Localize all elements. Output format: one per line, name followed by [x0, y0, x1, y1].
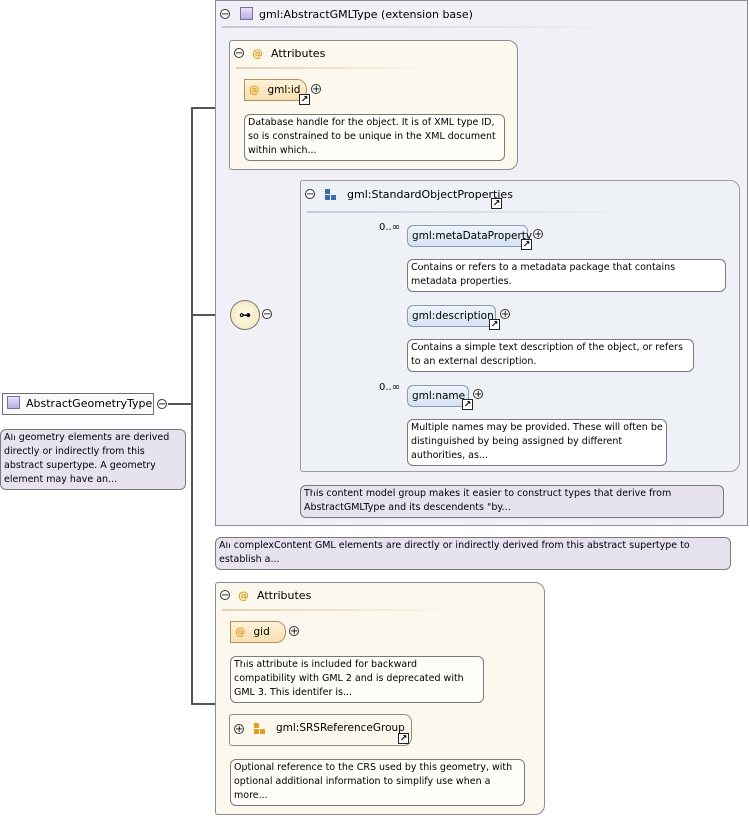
extension-description: All complexContent GML elements are dire… — [215, 537, 731, 570]
branch-sequence — [191, 314, 231, 316]
own-attributes-header: @ Attributes — [238, 589, 311, 602]
own-attributes-rule — [222, 609, 462, 611]
trunk-line — [191, 108, 193, 704]
gml-id-description: Database handle for the object. It is of… — [244, 114, 505, 161]
name-description: Multiple names may be provided. These wi… — [407, 419, 667, 466]
sequence-outer-collapse-icon[interactable]: − — [262, 309, 272, 320]
branch-own-attrs — [191, 703, 215, 705]
attribute-icon: @ — [252, 47, 263, 60]
gid-description: This attribute is included for backward … — [230, 656, 484, 703]
own-attributes-collapse-icon[interactable]: − — [220, 590, 230, 601]
description-link-icon[interactable]: ↗ — [489, 319, 500, 330]
description-description: Contains a simple text description of th… — [407, 339, 694, 372]
description-expand-icon[interactable]: + — [500, 309, 510, 320]
srs-expand-icon[interactable]: + — [234, 724, 244, 735]
group-link-icon[interactable]: ↗ — [491, 198, 502, 209]
metadata-link-icon[interactable]: ↗ — [521, 239, 532, 250]
metadata-occurs: 0..∞ — [379, 222, 401, 233]
gid-attribute[interactable]: @gid — [230, 621, 286, 643]
ext-attributes-collapse-icon[interactable]: − — [234, 48, 244, 59]
description-element[interactable]: gml:description — [407, 305, 496, 327]
gml-id-expand-icon[interactable]: + — [311, 84, 321, 95]
ext-attributes-header: @ Attributes — [252, 47, 325, 60]
root-type-box[interactable]: AbstractGeometryType — [2, 393, 154, 415]
name-occurs: 0..∞ — [379, 382, 401, 393]
gml-id-link-icon[interactable]: ↗ — [299, 94, 310, 105]
root-description: All geometry elements are derived direct… — [0, 429, 186, 490]
root-collapse-icon[interactable]: − — [157, 399, 167, 410]
srs-link-icon[interactable]: ↗ — [398, 733, 409, 744]
group-collapse-icon[interactable]: − — [305, 189, 315, 200]
group-icon — [325, 189, 337, 201]
metadata-description: Contains or refers to a metadata package… — [407, 259, 726, 292]
attribute-icon: @ — [235, 626, 246, 638]
attribute-group-icon — [254, 723, 266, 735]
own-attributes-title: Attributes — [257, 589, 312, 602]
root-connector — [168, 403, 192, 405]
name-element[interactable]: gml:name — [407, 385, 469, 407]
extension-collapse-icon[interactable]: − — [220, 9, 230, 20]
metadata-expand-icon[interactable]: + — [533, 229, 543, 240]
group-header-rule — [307, 211, 637, 213]
group-title: gml:StandardObjectProperties — [347, 188, 513, 201]
gid-expand-icon[interactable]: + — [289, 626, 299, 637]
root-type-name: AbstractGeometryType — [26, 397, 153, 410]
name-expand-icon[interactable]: + — [473, 389, 483, 400]
group-description: This content model group makes it easier… — [300, 485, 724, 518]
name-link-icon[interactable]: ↗ — [462, 399, 473, 410]
attribute-icon: @ — [238, 589, 249, 602]
complex-type-icon — [7, 396, 20, 409]
branch-ext-attrs — [191, 107, 229, 109]
srs-description: Optional reference to the CRS used by th… — [230, 759, 525, 806]
gml-id-attribute[interactable]: @gml:id — [244, 79, 307, 101]
extension-header: gml:AbstractGMLType (extension base) — [240, 7, 473, 21]
ext-attributes-title: Attributes — [271, 47, 326, 60]
srs-reference-group[interactable] — [229, 714, 412, 746]
ext-attributes-rule — [236, 67, 436, 69]
metadata-property-element[interactable]: gml:metaDataProperty — [407, 225, 532, 247]
extension-header-rule — [222, 26, 622, 28]
complex-type-icon — [240, 7, 253, 20]
sequence-compositor-outer[interactable]: ⊶ — [230, 300, 260, 330]
srs-group-name: gml:SRSReferenceGroup — [276, 722, 405, 734]
extension-title: gml:AbstractGMLType (extension base) — [259, 8, 473, 21]
attribute-icon: @ — [249, 84, 260, 96]
